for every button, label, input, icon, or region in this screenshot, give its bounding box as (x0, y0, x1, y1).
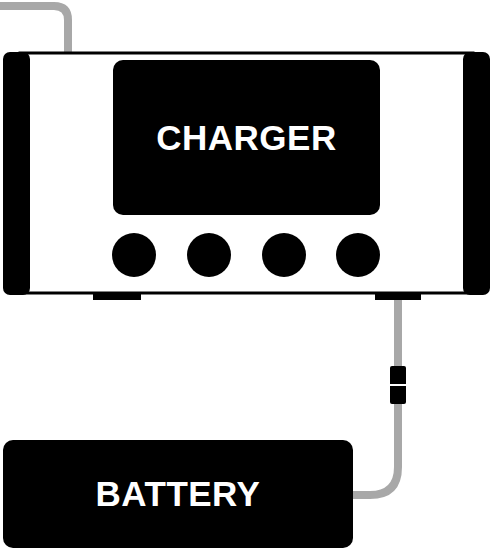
button (187, 233, 231, 277)
button (112, 233, 156, 277)
node-label: BATTERY (96, 474, 261, 514)
end-cap (463, 52, 490, 295)
button (336, 233, 380, 277)
cable-connector (390, 366, 406, 404)
connector-seam (390, 384, 406, 386)
display-panel: CHARGER (113, 60, 380, 215)
end-cap (3, 52, 30, 295)
button (262, 233, 306, 277)
charger-box: CHARGER (3, 52, 490, 295)
node-label: CHARGER (156, 118, 336, 158)
power-cable (0, 6, 68, 54)
battery-box: BATTERY (3, 440, 353, 548)
charger-housing (20, 53, 473, 293)
